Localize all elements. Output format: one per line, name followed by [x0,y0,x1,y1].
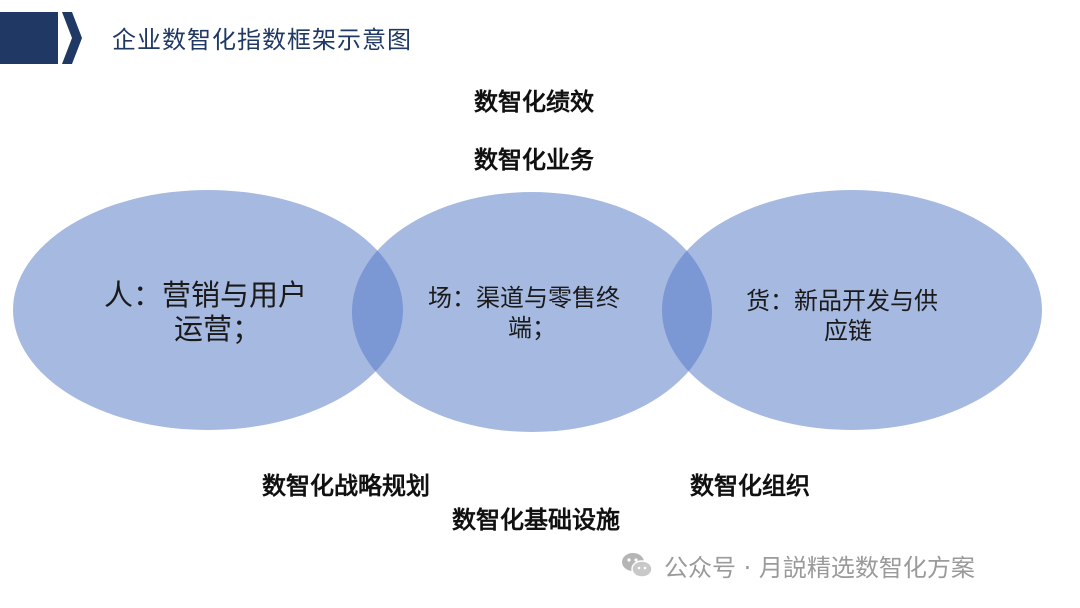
label-digital-business: 数智化业务 [474,146,594,174]
circle-place [352,192,712,432]
circle-place-line2: 端； [508,314,556,342]
circle-place-text: 场：渠道与零售终 端； [428,283,620,343]
circle-goods-text: 货：新品开发与供 应链 [746,286,938,346]
label-digital-infrastructure: 数智化基础设施 [452,506,620,534]
watermark: 公众号 · 月説精选数智化方案 [620,548,975,583]
circle-place-line1: 场：渠道与零售终 [428,284,620,312]
circle-goods-line2: 应链 [824,317,872,345]
circle-people-line2: 运营； [174,312,262,346]
circle-goods [662,190,1042,430]
wechat-icon [622,552,653,578]
page-title: 企业数智化指数框架示意图 [112,26,412,54]
watermark-text: 公众号 · 月説精选数智化方案 [664,554,975,582]
title-bar-decoration [0,12,82,64]
label-digital-strategy: 数智化战略规划 [262,472,430,500]
circle-people [13,190,403,430]
label-digital-performance: 数智化绩效 [474,88,594,116]
circle-people-line1: 人：营销与用户 [104,278,308,312]
circle-people-text: 人：营销与用户 运营； [104,278,307,346]
circle-goods-line1: 货：新品开发与供 [746,287,938,315]
label-digital-organization: 数智化组织 [690,472,810,500]
